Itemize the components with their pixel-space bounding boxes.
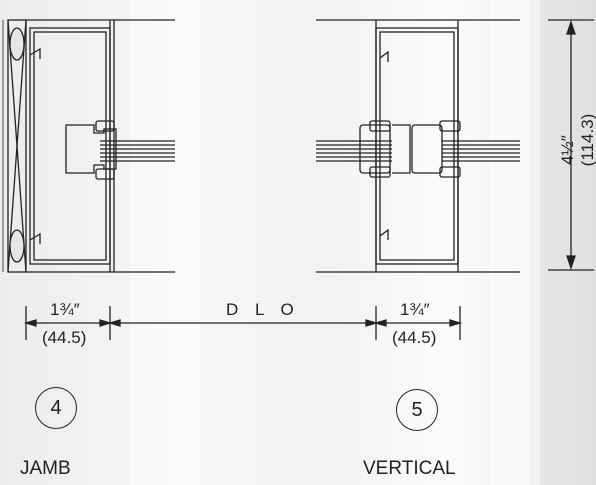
vertical-width-dimension-metric: (44.5) — [392, 328, 437, 347]
height-dimension-line — [548, 19, 594, 271]
jamb-width-dimension-metric: (44.5) — [42, 328, 87, 347]
vertical-caption: VERTICAL — [363, 458, 456, 479]
vertical-mullion-profile — [316, 19, 520, 273]
dlo-label: D L O — [226, 300, 300, 319]
background-stripe — [490, 0, 530, 485]
jamb-wall-stud — [2, 19, 27, 273]
jamb-frame-profile — [26, 19, 175, 273]
jamb-caption: JAMB — [20, 458, 71, 479]
background-stripe — [540, 0, 596, 485]
background-stripe — [130, 0, 200, 485]
height-dimension: 4½″ — [558, 135, 577, 165]
vertical-detail-number: 5 — [396, 389, 438, 431]
height-dimension-metric: (114.3) — [578, 113, 596, 167]
jamb-width-dimension: 1¾″ — [50, 300, 80, 319]
vertical-width-dimension: 1¾″ — [400, 300, 430, 319]
jamb-detail-number: 4 — [35, 387, 77, 429]
width-dimension-lines — [23, 306, 463, 340]
